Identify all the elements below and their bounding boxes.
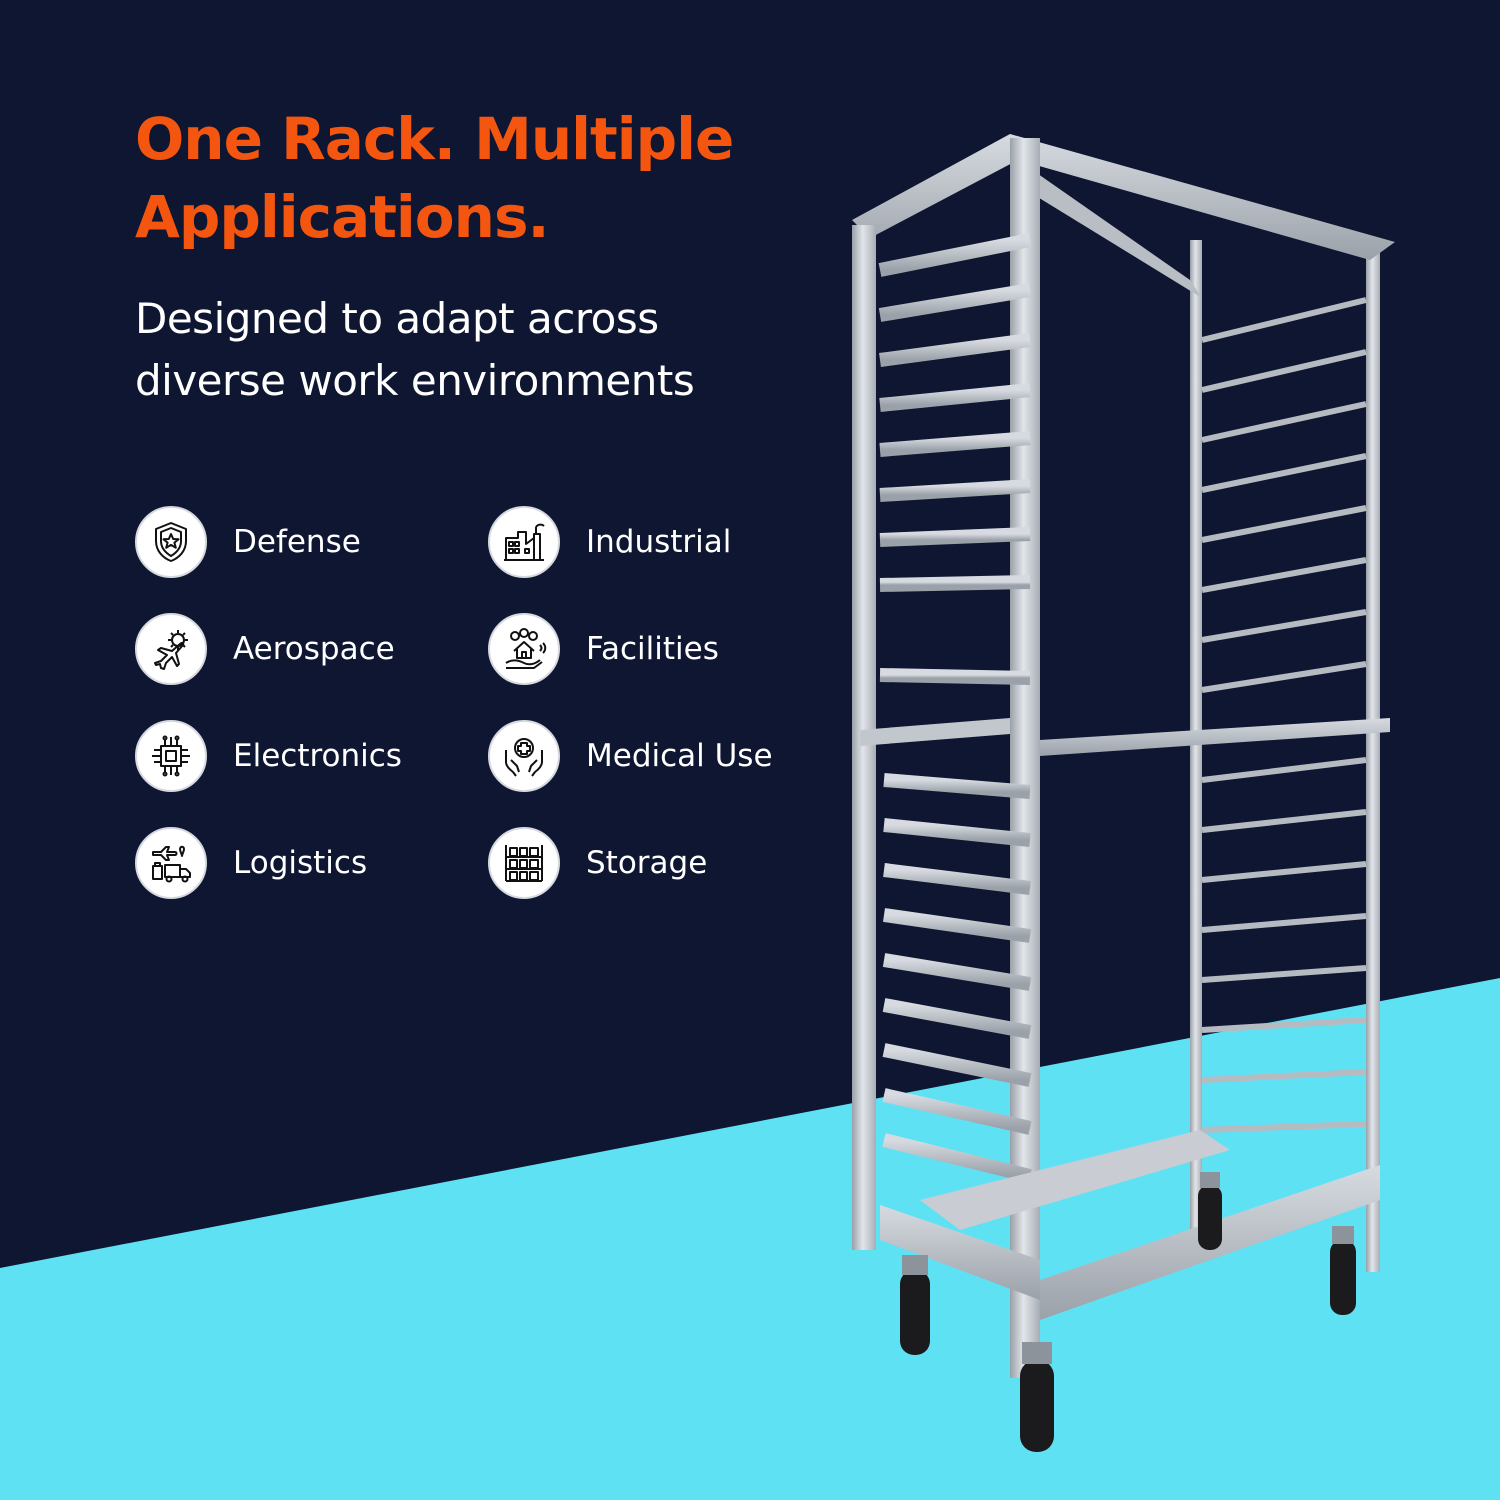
application-label: Aerospace [233, 631, 395, 667]
factory-icon [488, 506, 560, 578]
house-hand-icon [488, 613, 560, 685]
application-label: Electronics [233, 738, 402, 774]
application-label: Medical Use [586, 738, 773, 774]
subheadline: Designed to adapt across diverse work en… [135, 294, 695, 405]
application-facilities: Facilities [488, 612, 719, 686]
microchip-icon [135, 720, 207, 792]
application-label: Logistics [233, 845, 368, 881]
application-storage: Storage [488, 826, 707, 900]
application-industrial: Industrial [488, 505, 731, 579]
application-label: Storage [586, 845, 708, 881]
application-aerospace: Aerospace [135, 612, 395, 686]
application-medical-use: Medical Use [488, 719, 773, 793]
application-defense: Defense [135, 505, 361, 579]
applications-grid: Defense Industrial [135, 505, 835, 905]
aluminum-rack-image [852, 134, 1395, 1452]
medical-hands-icon [488, 720, 560, 792]
rack-top-frame [852, 134, 1395, 260]
rack-casters [900, 1185, 1356, 1452]
application-label: Facilities [586, 631, 719, 667]
rack-base-frame [880, 1205, 1040, 1300]
application-electronics: Electronics [135, 719, 402, 793]
rack-rear-right-upright [1366, 242, 1380, 1272]
rack-front-slides [878, 233, 1032, 1183]
headline: One Rack. Multiple Applications. [135, 105, 734, 251]
airplane-gear-icon [135, 613, 207, 685]
application-label: Defense [233, 524, 361, 560]
rack-rear-slides [1201, 297, 1367, 1133]
warehouse-shelf-icon [488, 827, 560, 899]
plane-truck-icon [135, 827, 207, 899]
application-label: Industrial [586, 524, 732, 560]
shield-star-icon [135, 506, 207, 578]
application-logistics: Logistics [135, 826, 367, 900]
